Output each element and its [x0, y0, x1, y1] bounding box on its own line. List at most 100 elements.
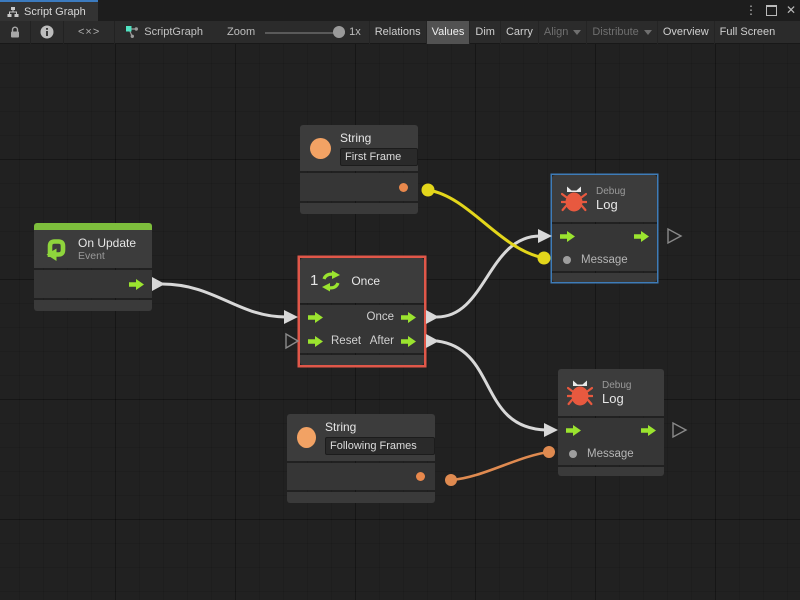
flow-output-port-once[interactable]: [401, 311, 416, 323]
port-label-once: Once: [366, 311, 395, 323]
node-kind: Debug: [602, 380, 632, 391]
zoom-label: Zoom: [226, 26, 256, 38]
node-footer: [552, 273, 657, 282]
port-label-reset: Reset: [331, 335, 362, 347]
message-input-port[interactable]: [569, 450, 577, 458]
zoom-value: 1x: [349, 26, 361, 38]
window-menu-icon[interactable]: ⋮: [744, 3, 757, 17]
string-output-port[interactable]: [399, 182, 408, 192]
close-icon[interactable]: ✕: [785, 3, 796, 17]
node-title: String: [340, 130, 372, 145]
breadcrumb-label: ScriptGraph: [144, 26, 203, 38]
string-value-input[interactable]: [340, 147, 418, 166]
string-literal-icon: [310, 137, 331, 159]
node-footer: [558, 467, 664, 476]
connector-reset-empty[interactable]: [285, 332, 300, 350]
node-on-update[interactable]: On Update Event: [34, 223, 152, 311]
tab-script-graph[interactable]: Script Graph: [0, 0, 98, 21]
wire-string-following-message[interactable]: [450, 450, 550, 482]
flow-input-port-reset[interactable]: [308, 335, 323, 347]
script-graph-icon: [126, 26, 139, 38]
wire-end-dot: [543, 446, 555, 458]
distribute-button[interactable]: Distribute: [586, 20, 656, 44]
connector-in-once: [284, 310, 298, 324]
zoom-slider-knob[interactable]: [333, 25, 346, 38]
wire-string-first-message[interactable]: [427, 188, 545, 260]
flow-input-port[interactable]: [560, 230, 575, 242]
connector-in-debugbottom: [544, 423, 558, 437]
flow-input-port[interactable]: [566, 424, 581, 436]
connector-out-once: [426, 310, 439, 324]
edit-source-icon[interactable]: <×>: [78, 26, 101, 38]
wire-end-dot: [421, 183, 435, 197]
node-string-following[interactable]: String: [287, 414, 435, 503]
node-debug-log-bottom[interactable]: Debug Log Message: [558, 369, 664, 476]
flow-output-port-after[interactable]: [401, 335, 416, 347]
values-button[interactable]: Values: [425, 20, 470, 44]
graph-icon: [7, 6, 19, 17]
node-title: Once: [351, 273, 381, 288]
bug-icon: [561, 186, 587, 211]
graph-canvas[interactable]: String On Update Event: [0, 44, 800, 600]
dropdown-caret-icon: [643, 30, 652, 35]
node-title: On Update: [78, 235, 137, 250]
info-icon[interactable]: [31, 21, 63, 44]
bug-icon: [567, 380, 593, 405]
node-subtitle: Event: [78, 249, 105, 262]
string-literal-icon: [297, 427, 316, 448]
flow-output-port[interactable]: [129, 278, 144, 290]
dropdown-caret-icon: [573, 30, 582, 35]
node-title: Log: [602, 391, 624, 406]
maximize-icon[interactable]: [765, 5, 777, 16]
flow-output-port[interactable]: [634, 230, 649, 242]
node-once[interactable]: 1 Once Once Reset After: [300, 258, 424, 365]
tab-title: Script Graph: [24, 5, 86, 18]
overview-button[interactable]: Overview: [656, 20, 714, 44]
once-cycle-icon: [322, 270, 341, 291]
once-icon-number: 1: [310, 271, 319, 289]
connector-out-after: [426, 334, 439, 348]
carry-button[interactable]: Carry: [499, 20, 538, 44]
port-label-after: After: [369, 335, 394, 347]
relations-button[interactable]: Relations: [368, 20, 426, 44]
string-value-input[interactable]: [325, 437, 435, 455]
connector-debugtop-out-empty[interactable]: [667, 227, 683, 245]
node-string-first[interactable]: String: [300, 125, 418, 214]
node-title: Log: [596, 197, 618, 212]
wire-end-dot: [537, 251, 551, 265]
zoom-slider[interactable]: [265, 21, 346, 44]
event-accent-strip: [34, 223, 152, 230]
string-output-port[interactable]: [416, 472, 425, 481]
toolbar-separator: [30, 20, 31, 44]
connector-in-debugtop: [538, 229, 552, 243]
node-footer: [34, 300, 152, 311]
node-footer: [300, 355, 424, 365]
connector-out-onupdate: [152, 277, 165, 291]
update-loop-icon: [46, 239, 66, 261]
toolbar-separator: [63, 20, 64, 44]
wire-end-dot: [445, 474, 457, 486]
zoom-slider-track: [265, 31, 346, 34]
node-kind: Debug: [596, 186, 626, 197]
fullscreen-button[interactable]: Full Screen: [713, 20, 781, 44]
node-debug-log-top[interactable]: Debug Log Message: [552, 175, 657, 282]
port-label-message: Message: [581, 254, 628, 266]
wire-flow-once-debugbottom[interactable]: [435, 339, 548, 432]
title-bar: Script Graph ⋮ ✕: [0, 0, 800, 21]
node-title: String: [325, 420, 357, 434]
flow-input-port[interactable]: [308, 311, 323, 323]
lock-icon[interactable]: [0, 21, 30, 44]
connector-debugbottom-out-empty[interactable]: [672, 421, 688, 439]
node-footer: [300, 203, 418, 214]
toolbar-separator: [114, 20, 116, 44]
wire-flow-once-debugtop[interactable]: [435, 234, 542, 319]
dim-button[interactable]: Dim: [469, 20, 500, 44]
toolbar-buttons: Relations Values Dim Carry Align Distrib…: [368, 20, 781, 44]
align-button[interactable]: Align: [537, 20, 586, 44]
flow-output-port[interactable]: [641, 424, 656, 436]
port-label-message: Message: [587, 448, 634, 460]
message-input-port[interactable]: [563, 256, 571, 264]
wire-flow-onupdate-once[interactable]: [160, 282, 288, 319]
graph-toolbar: <×> ScriptGraph Zoom 1x Relations Values…: [0, 20, 800, 44]
breadcrumb[interactable]: ScriptGraph: [115, 21, 213, 44]
